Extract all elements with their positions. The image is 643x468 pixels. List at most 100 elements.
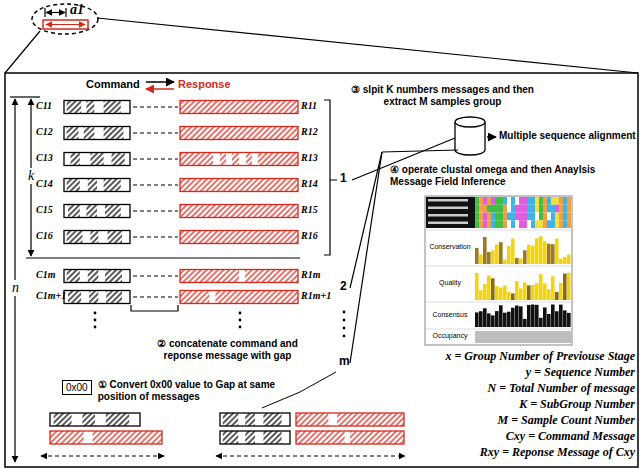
residue-cell (523, 205, 527, 213)
hatched-field (67, 179, 80, 192)
residue-cell (515, 197, 519, 205)
message-outline (180, 153, 298, 166)
zoom-line (97, 18, 638, 73)
quality-bar (523, 283, 527, 300)
consensus-bar (479, 311, 483, 327)
gap-dash (133, 106, 178, 107)
conservation-bar (483, 237, 487, 264)
hatched-field (263, 431, 281, 444)
hatched-field (67, 127, 79, 140)
hatched-field (245, 270, 298, 283)
residue-cell (483, 205, 487, 213)
hatched-field (105, 270, 122, 283)
command-message (64, 270, 130, 283)
residue-cell (555, 197, 559, 205)
residue-cell (547, 220, 551, 228)
conservation-bar (499, 242, 503, 264)
conservation-bar (519, 258, 523, 264)
command-label: Command (86, 78, 140, 91)
residue-cell (487, 213, 491, 221)
conservation-bar (543, 241, 547, 264)
residue-cell (495, 213, 499, 221)
residue-cell (539, 197, 543, 205)
step-note: ① Convert 0x00 value to Gap at same posi… (98, 379, 298, 402)
group-separator (26, 257, 300, 258)
residue-cell (539, 205, 543, 213)
message-outline (64, 231, 130, 244)
conservation-bar (531, 246, 535, 264)
consensus-bar (495, 311, 499, 327)
residue-cell (563, 197, 567, 205)
response-arrow (146, 88, 174, 90)
residue-cell (479, 197, 483, 205)
command-message (64, 231, 130, 244)
residue-cell (519, 205, 523, 213)
hatched-field (71, 153, 80, 166)
residue-cell (531, 213, 535, 221)
command-name: C13 (36, 152, 53, 164)
command-name: C16 (36, 230, 53, 242)
section-rule (426, 302, 571, 303)
command-arrow (146, 81, 174, 83)
residue-cell (507, 197, 511, 205)
residue-cell (495, 197, 499, 205)
residue-cell (479, 220, 483, 228)
residue-cell (479, 205, 483, 213)
residue-cell (535, 213, 539, 221)
hatched-field (82, 413, 95, 426)
conservation-bar (515, 258, 519, 264)
message-outline (180, 127, 298, 140)
message-outline (64, 179, 130, 192)
residue-cell (511, 213, 515, 221)
consensus-bar (523, 319, 527, 327)
command-message (64, 179, 130, 192)
conservation-bar (507, 246, 511, 264)
residue-cell (491, 220, 495, 228)
message-outline (50, 431, 162, 444)
residue-cell (531, 220, 535, 228)
hatched-field (337, 413, 404, 426)
command-message (220, 413, 290, 426)
command-name: C12 (36, 126, 53, 138)
dimension-arrow (46, 12, 65, 13)
gap-dash (133, 158, 178, 159)
response-name: R11 (301, 100, 317, 112)
message-outline (180, 101, 298, 114)
quality-bar (559, 283, 563, 300)
zoom-line (5, 31, 40, 73)
residue-cell (511, 205, 515, 213)
residue-cell (519, 220, 523, 228)
command-name: C1m+1 (36, 290, 66, 302)
conservation-bar (503, 259, 507, 264)
residue-cell (507, 220, 511, 228)
consensus-bar (503, 313, 507, 327)
message-outline (180, 205, 298, 218)
response-name: R1m+1 (301, 290, 331, 302)
message-outline (296, 431, 404, 444)
residue-cell (559, 220, 563, 228)
residue-cell (535, 220, 539, 228)
residue-cell (491, 213, 495, 221)
response-name: R16 (301, 230, 318, 242)
message-outline (64, 291, 130, 304)
quality-bar (479, 290, 483, 300)
consensus-bar (487, 313, 491, 327)
ellipsis-dot (94, 319, 97, 322)
residue-cell (511, 197, 515, 205)
residue-cell (495, 220, 499, 228)
hatched-field (84, 127, 95, 140)
symbol-definition: N = Total Number of message (488, 382, 635, 396)
hatched-field (350, 431, 404, 444)
consensus-bar (531, 305, 535, 327)
hatched-field (263, 413, 281, 426)
conservation-bar (511, 238, 515, 264)
residue-cell (555, 205, 559, 213)
residue-cell (483, 213, 487, 221)
hatched-field (180, 205, 298, 218)
gap-dash (133, 275, 178, 276)
residue-cell (503, 213, 507, 221)
residue-cell (499, 197, 503, 205)
response-name: R15 (301, 204, 318, 216)
gap-bracket (131, 305, 178, 311)
residue-cell (487, 197, 491, 205)
